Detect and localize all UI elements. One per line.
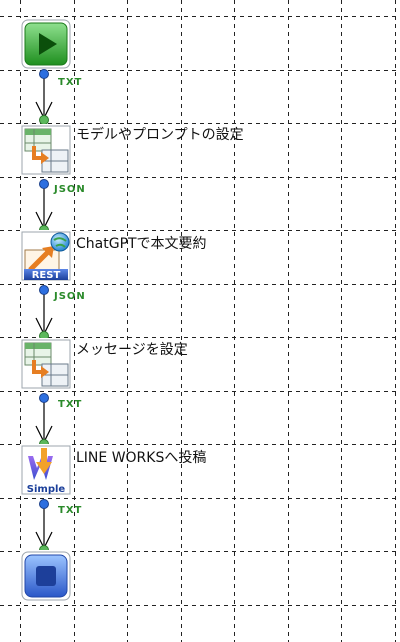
rest-icon-text: REST	[32, 270, 61, 281]
chatgpt-summary-node[interactable]: REST	[20, 230, 72, 282]
step-label: ChatGPTで本文要約	[76, 236, 207, 252]
lineworks-simple-icon: Simple	[21, 445, 71, 495]
connector-arrow	[35, 499, 53, 555]
rest-api-icon: REST	[21, 231, 71, 281]
connector-arrow	[35, 69, 53, 125]
end-icon	[21, 551, 71, 601]
set-model-prompt-node[interactable]	[20, 124, 72, 176]
connector-type-label: TXT	[58, 399, 83, 410]
connector-type-label: TXT	[58, 505, 83, 516]
step-label: LINE WORKSへ投稿	[76, 450, 207, 466]
start-icon	[21, 19, 71, 69]
step-label: メッセージを設定	[76, 342, 188, 358]
connector-type-label: TXT	[58, 77, 83, 88]
end-node[interactable]	[20, 550, 72, 602]
connector-1[interactable]	[34, 68, 94, 128]
variable-assign-icon	[21, 125, 71, 175]
start-node[interactable]	[20, 18, 72, 70]
connector-type-label: JSON	[54, 184, 86, 195]
lineworks-post-node[interactable]: Simple	[20, 444, 72, 496]
step-label: モデルやプロンプトの設定	[76, 127, 244, 143]
variable-assign-icon	[21, 339, 71, 389]
connector-type-label: JSON	[54, 291, 86, 302]
set-message-node[interactable]	[20, 338, 72, 390]
connector-5[interactable]	[34, 498, 94, 558]
simple-icon-text: Simple	[27, 484, 66, 495]
